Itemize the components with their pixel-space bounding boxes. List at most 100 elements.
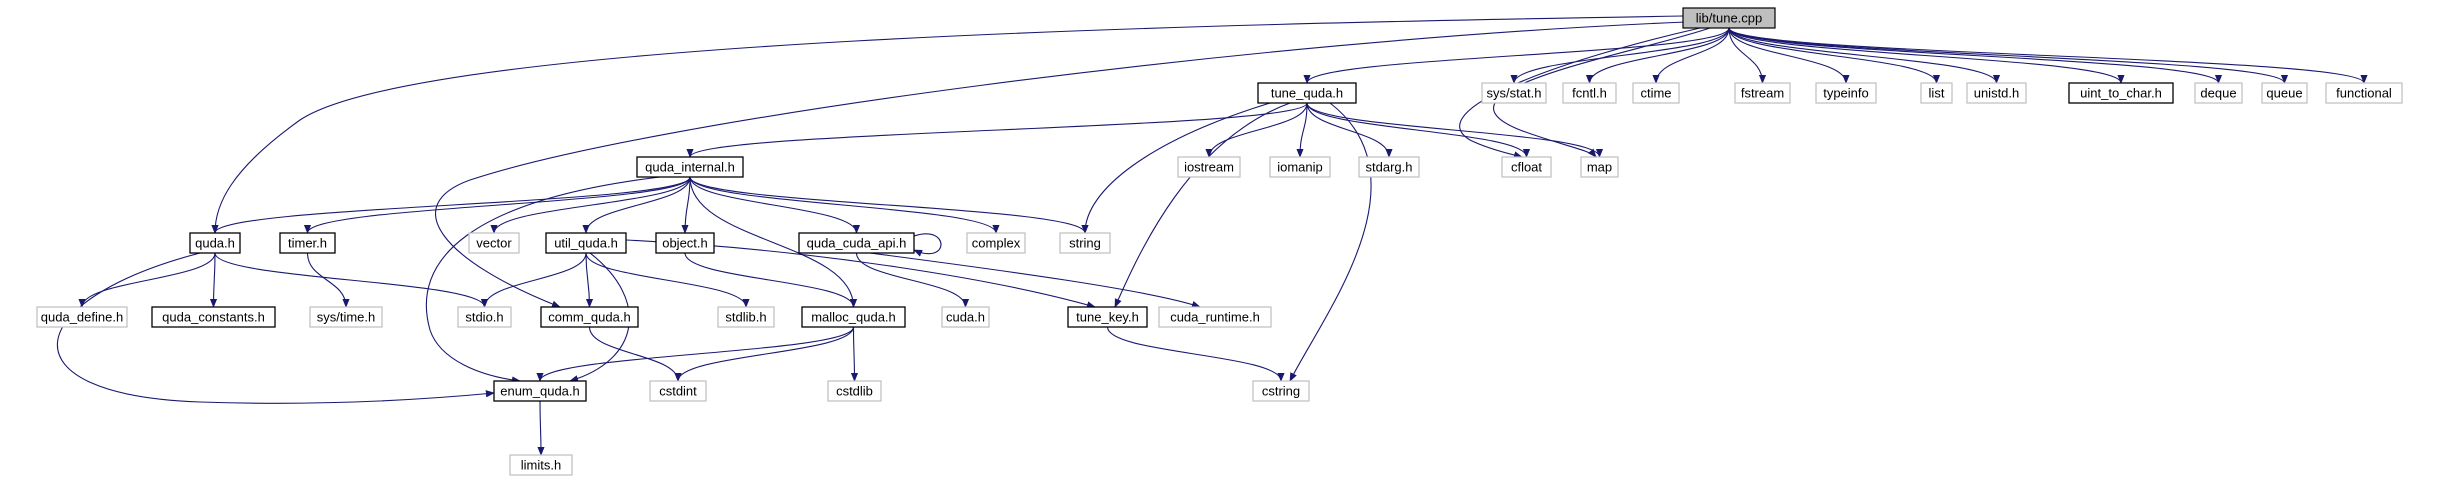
edge-tune-quda-h-to-iomanip xyxy=(1296,102,1308,158)
node-quda-h[interactable]: quda.h xyxy=(189,232,241,254)
edge-tune-cpp-to-tune-quda-h xyxy=(1303,27,1730,84)
node-sys-stat-h: sys/stat.h xyxy=(1481,82,1547,104)
node-comm-quda-h[interactable]: comm_quda.h xyxy=(540,306,639,328)
node-label-complex: complex xyxy=(972,236,1021,251)
edge-tune-cpp-to-deque xyxy=(1728,27,2222,84)
edge-util-quda-h-to-stdio-h xyxy=(480,252,587,308)
node-box-quda-h[interactable] xyxy=(189,232,241,254)
node-label-tune-key-h: tune_key.h xyxy=(1076,310,1139,325)
node-util-quda-h[interactable]: util_quda.h xyxy=(545,232,627,254)
edge-tune-cpp-to-functional xyxy=(1728,27,2368,84)
edge-malloc-quda-h-to-enum-quda-h xyxy=(536,326,855,382)
node-box-tune-key-h[interactable] xyxy=(1067,306,1148,328)
node-label-iostream: iostream xyxy=(1184,160,1234,175)
edge-quda-cuda-api-h-to-cuda-h xyxy=(855,252,970,308)
node-box-tune-cpp[interactable] xyxy=(1682,7,1776,29)
node-box-comm-quda-h[interactable] xyxy=(540,306,639,328)
edge-quda-internal-h-to-complex xyxy=(689,176,1000,234)
edge-quda-internal-h-to-object-h xyxy=(681,176,691,234)
node-label-tune-quda-h: tune_quda.h xyxy=(1271,86,1343,101)
node-label-cuda-h: cuda.h xyxy=(946,310,985,325)
edge-tune-cpp-to-fstream xyxy=(1728,27,1767,84)
node-fcntl-h: fcntl.h xyxy=(1562,82,1617,104)
node-box-stdarg-h xyxy=(1358,156,1420,178)
node-box-string xyxy=(1059,232,1111,254)
edge-tune-cpp-to-cfloat xyxy=(1459,27,1701,159)
node-stdarg-h: stdarg.h xyxy=(1358,156,1420,178)
edge-enum-quda-h-to-limits-h xyxy=(537,400,545,456)
node-quda-constants-h[interactable]: quda_constants.h xyxy=(151,306,276,328)
node-complex: complex xyxy=(966,232,1026,254)
edge-tune-cpp-to-sys-stat-h xyxy=(1510,27,1730,84)
node-box-timer-h[interactable] xyxy=(279,232,336,254)
edge-quda-cuda-api-h-to-quda-cuda-api-h xyxy=(913,233,942,257)
node-list: list xyxy=(1920,82,1953,104)
node-label-limits-h: limits.h xyxy=(521,458,561,473)
node-box-tune-quda-h[interactable] xyxy=(1257,82,1357,104)
edge-quda-h-to-enum-quda-h xyxy=(56,252,495,404)
node-box-quda-define-h xyxy=(36,306,128,328)
node-box-enum-quda-h[interactable] xyxy=(493,380,587,402)
node-label-util-quda-h: util_quda.h xyxy=(554,236,618,251)
node-box-stdlib-h xyxy=(717,306,775,328)
node-tune-key-h[interactable]: tune_key.h xyxy=(1067,306,1148,328)
node-quda-internal-h[interactable]: quda_internal.h xyxy=(636,156,744,178)
node-box-vector xyxy=(468,232,520,254)
node-tune-cpp[interactable]: lib/tune.cpp xyxy=(1682,7,1776,29)
node-label-cuda-runtime-h: cuda_runtime.h xyxy=(1170,310,1260,325)
node-box-queue xyxy=(2261,82,2308,104)
node-sys-time-h: sys/time.h xyxy=(309,306,383,328)
edge-quda-h-to-quda-define-h xyxy=(78,252,216,308)
node-cstdlib: cstdlib xyxy=(827,380,882,402)
dependency-edges xyxy=(56,15,2368,456)
edge-malloc-quda-h-to-cstdint xyxy=(674,326,855,382)
node-box-util-quda-h[interactable] xyxy=(545,232,627,254)
node-label-quda-cuda-api-h: quda_cuda_api.h xyxy=(807,236,907,251)
node-object-h[interactable]: object.h xyxy=(655,232,715,254)
node-box-cuda-h xyxy=(941,306,990,328)
node-box-uint-to-char-h[interactable] xyxy=(2068,82,2174,104)
node-label-uint-to-char-h: uint_to_char.h xyxy=(2080,86,2162,101)
node-unistd-h: unistd.h xyxy=(1966,82,2027,104)
edge-util-quda-h-to-comm-quda-h xyxy=(585,252,594,308)
node-box-object-h[interactable] xyxy=(655,232,715,254)
node-uint-to-char-h[interactable]: uint_to_char.h xyxy=(2068,82,2174,104)
node-box-quda-internal-h[interactable] xyxy=(636,156,744,178)
node-tune-quda-h[interactable]: tune_quda.h xyxy=(1257,82,1357,104)
edge-tune-quda-h-to-cstring xyxy=(1289,102,1372,382)
edge-comm-quda-h-to-cstdint xyxy=(588,326,682,382)
edge-tune-cpp-to-uint-to-char-h xyxy=(1728,27,2125,84)
edge-tune-cpp-to-fcntl-h xyxy=(1585,27,1730,84)
edge-tune-key-h-to-cstring xyxy=(1106,326,1285,382)
node-timer-h[interactable]: timer.h xyxy=(279,232,336,254)
node-box-malloc-quda-h[interactable] xyxy=(801,306,906,328)
edge-tune-cpp-to-list xyxy=(1728,27,1941,84)
node-enum-quda-h[interactable]: enum_quda.h xyxy=(493,380,587,402)
node-functional: functional xyxy=(2325,82,2403,104)
edge-quda-internal-h-to-timer-h xyxy=(304,176,691,234)
node-cuda-runtime-h: cuda_runtime.h xyxy=(1158,306,1272,328)
node-box-sys-time-h xyxy=(309,306,383,328)
edge-tune-quda-h-to-quda-internal-h xyxy=(686,102,1308,158)
node-box-limits-h xyxy=(509,454,573,476)
node-iomanip: iomanip xyxy=(1269,156,1331,178)
node-box-cstring xyxy=(1252,380,1310,402)
node-label-timer-h: timer.h xyxy=(288,236,327,251)
node-label-stdio-h: stdio.h xyxy=(465,310,503,325)
node-box-quda-constants-h[interactable] xyxy=(151,306,276,328)
node-cuda-h: cuda.h xyxy=(941,306,990,328)
node-malloc-quda-h[interactable]: malloc_quda.h xyxy=(801,306,906,328)
node-label-string: string xyxy=(1069,236,1101,251)
edge-quda-internal-h-to-quda-cuda-api-h xyxy=(689,176,861,234)
node-label-unistd-h: unistd.h xyxy=(1974,86,2020,101)
node-stdio-h: stdio.h xyxy=(457,306,512,328)
node-quda-cuda-api-h[interactable]: quda_cuda_api.h xyxy=(798,232,915,254)
node-box-quda-cuda-api-h[interactable] xyxy=(798,232,915,254)
node-cstring: cstring xyxy=(1252,380,1310,402)
node-label-iomanip: iomanip xyxy=(1277,160,1323,175)
node-box-fstream xyxy=(1734,82,1791,104)
node-box-complex xyxy=(966,232,1026,254)
node-label-tune-cpp: lib/tune.cpp xyxy=(1696,11,1763,26)
node-label-fcntl-h: fcntl.h xyxy=(1572,86,1607,101)
node-label-fstream: fstream xyxy=(1741,86,1784,101)
